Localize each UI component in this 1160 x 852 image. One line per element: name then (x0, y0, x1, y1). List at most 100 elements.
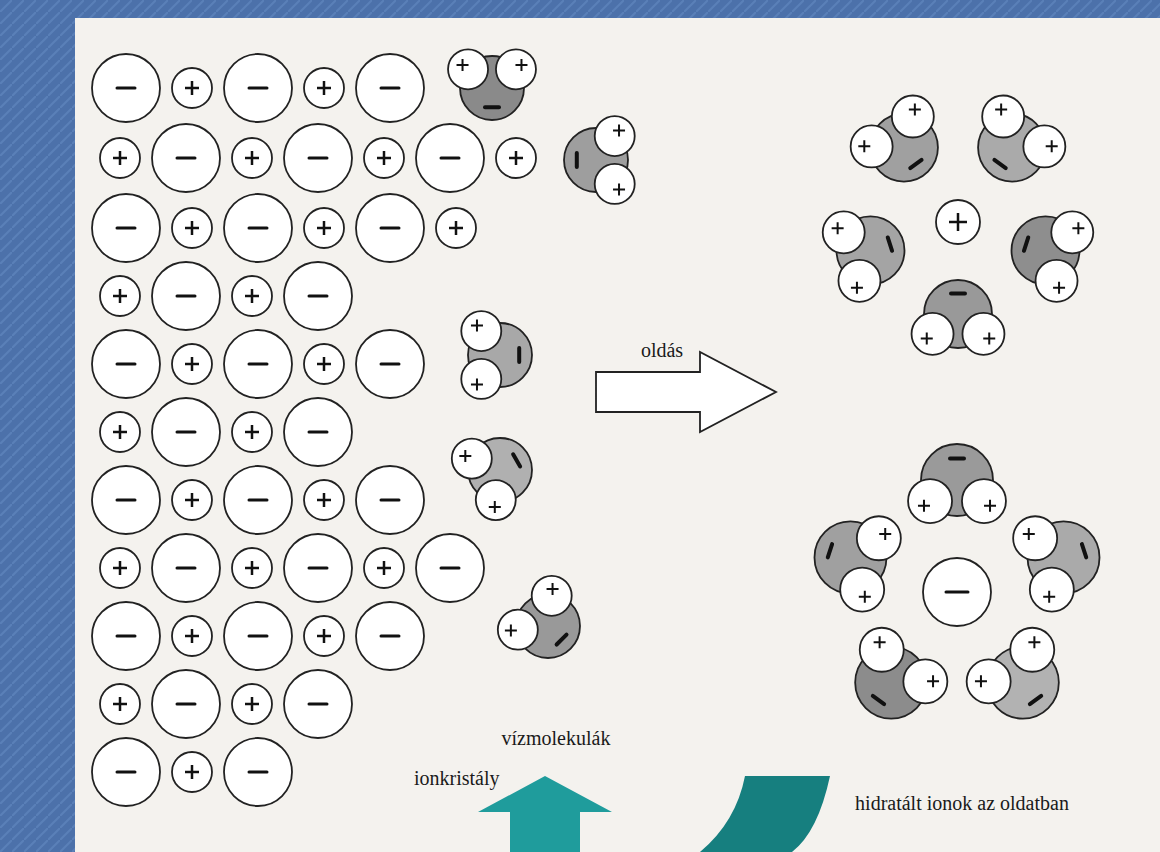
anion (356, 330, 424, 398)
cation (100, 276, 140, 316)
hydrogen-atom (1051, 211, 1093, 253)
cation (172, 616, 212, 656)
hydrogen-atom (1010, 628, 1054, 672)
hydrogen-atom (1030, 568, 1074, 612)
plus-sign (975, 675, 987, 687)
label: vízmolekulák (502, 727, 611, 750)
ion-circle (284, 398, 352, 466)
ion-circle (92, 602, 160, 670)
minus-sign (441, 567, 459, 570)
hydrogen-atom (851, 125, 893, 167)
minus-sign (249, 87, 267, 90)
ion-circle (100, 684, 140, 724)
anion (152, 398, 220, 466)
anion (284, 534, 352, 602)
plus-sign (457, 59, 469, 71)
minus-sign (951, 292, 965, 296)
plus-sign (185, 81, 199, 95)
plus-sign (113, 425, 127, 439)
anion (152, 534, 220, 602)
anion (224, 330, 292, 398)
minus-sign (1082, 544, 1086, 557)
ion-circle (224, 466, 292, 534)
hydrogen-atom (857, 516, 901, 560)
hydrogen-atom (967, 659, 1011, 703)
minus-sign (381, 499, 399, 502)
plus-sign (185, 357, 199, 371)
hydrogen-atom (840, 568, 884, 612)
minus-sign (117, 499, 135, 502)
paper (75, 18, 1160, 852)
ion-crystal (92, 54, 536, 806)
hydrogen-atom (912, 313, 954, 355)
plus-sign (317, 221, 331, 235)
hydrogen-atom (498, 610, 538, 650)
plus-sign (185, 493, 199, 507)
minus-sign (309, 295, 327, 298)
plus-sign (245, 151, 259, 165)
minus-sign (249, 635, 267, 638)
ion-circle (92, 466, 160, 534)
anion (152, 670, 220, 738)
anion (284, 398, 352, 466)
anion (92, 194, 160, 262)
plus-sign (317, 81, 331, 95)
hydrogen-atom (860, 628, 904, 672)
anion (224, 54, 292, 122)
water-molecule (967, 628, 1059, 719)
plus-sign (113, 151, 127, 165)
plus-sign (377, 151, 391, 165)
ion-circle (232, 684, 272, 724)
minus-sign (950, 456, 964, 460)
cation (172, 752, 212, 792)
plus-sign (921, 332, 933, 344)
hydrogen-atom (496, 49, 536, 89)
ion-circle (356, 54, 424, 122)
hydrogen-atom (532, 576, 572, 616)
plus-sign (983, 332, 995, 344)
ion-circle (284, 670, 352, 738)
water-molecule (814, 516, 900, 611)
ion-circle (100, 548, 140, 588)
cation (232, 684, 272, 724)
anion (224, 194, 292, 262)
plus-sign (317, 629, 331, 643)
ion-circle (284, 534, 352, 602)
cation (304, 616, 344, 656)
plus-sign (858, 140, 870, 152)
ion-circle (152, 534, 220, 602)
minus-sign (309, 567, 327, 570)
water-molecule (448, 49, 536, 120)
hydrogen-atom (1036, 260, 1078, 302)
ion-circle (152, 670, 220, 738)
minus-sign (513, 454, 520, 466)
ion-circle (304, 68, 344, 108)
plus-sign (1043, 591, 1055, 603)
hydrogen-atom (448, 49, 488, 89)
anion (923, 558, 991, 626)
ion-circle (356, 602, 424, 670)
cation (936, 200, 980, 244)
plus-sign (185, 221, 199, 235)
minus-sign (117, 363, 135, 366)
water-molecule (461, 311, 532, 399)
plus-sign (547, 583, 559, 595)
minus-sign (381, 363, 399, 366)
water-molecule (498, 576, 580, 658)
ion-circle (304, 344, 344, 384)
cation (304, 480, 344, 520)
hydrogen-atom (982, 96, 1024, 138)
ion-circle (224, 54, 292, 122)
minus-sign (177, 295, 195, 298)
cation (100, 548, 140, 588)
ion-circle (100, 276, 140, 316)
anion (224, 738, 292, 806)
water-molecules (448, 49, 635, 658)
plus-sign (317, 493, 331, 507)
minus-sign (177, 431, 195, 434)
cation (172, 480, 212, 520)
hydrated-cation (823, 96, 1094, 355)
ion-circle (232, 276, 272, 316)
